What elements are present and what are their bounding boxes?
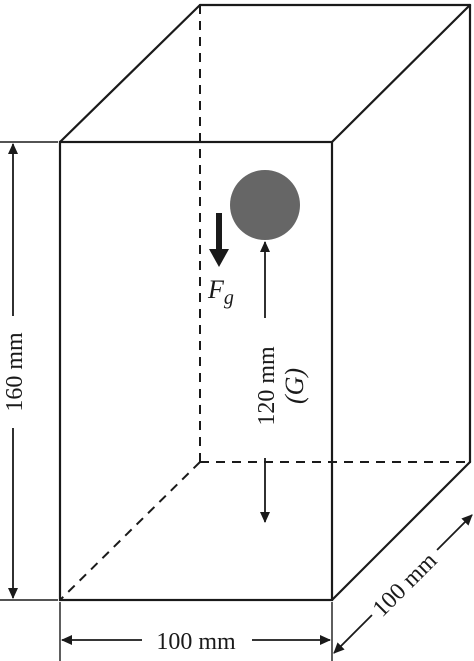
hidden-edges (59, 5, 470, 601)
gravity-arrow-head (209, 249, 229, 267)
visible-edges (58, 3, 472, 602)
depth-label-backdrop (364, 542, 448, 626)
hidden-bottom-left-depth-edge (59, 461, 201, 601)
top-right-depth-edge (330, 3, 472, 144)
drop-height-label: 120 mm (254, 346, 280, 426)
top-left-depth-edge (58, 3, 202, 144)
width-label: 100 mm (156, 629, 236, 655)
force-label: Fg (207, 275, 234, 309)
front-face (58, 140, 334, 602)
width-label-backdrop (142, 627, 252, 653)
gravity-force-arrow (209, 213, 229, 267)
height-label-backdrop (2, 316, 26, 428)
ball (230, 170, 300, 240)
drop-height-note: (G) (280, 368, 309, 404)
drop-height-label-backdrop (247, 318, 287, 458)
height-label: 160 mm (2, 332, 28, 412)
depth-label: 100 mm (368, 548, 443, 623)
